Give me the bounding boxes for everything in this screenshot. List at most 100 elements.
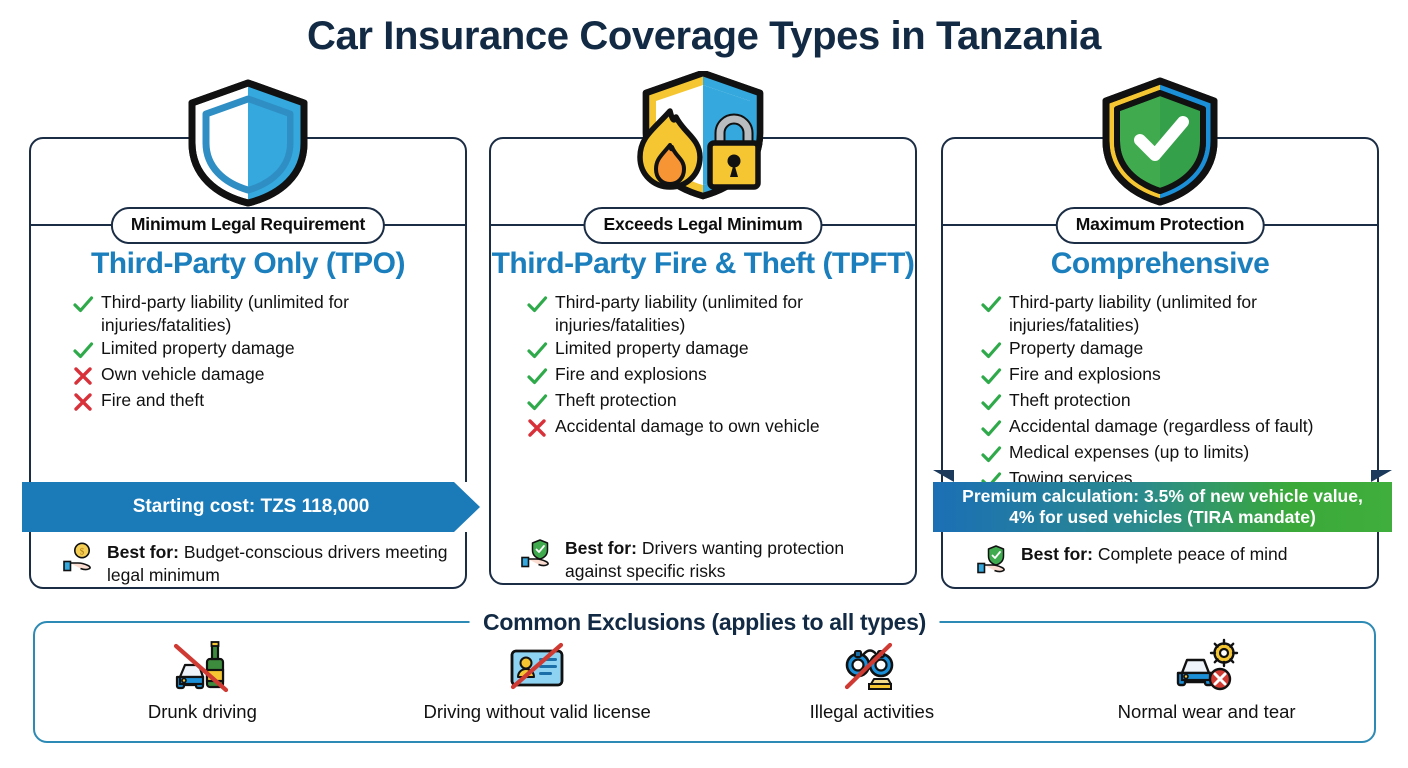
feature-text: Accidental damage to own vehicle <box>555 416 820 437</box>
check-icon <box>979 442 1003 466</box>
no-license-icon <box>498 637 576 699</box>
exclusion-label: Drunk driving <box>147 701 257 722</box>
coverage-card-comprehensive: Maximum Protection Comprehensive Third-p… <box>933 77 1392 589</box>
feature-item: Fire and theft <box>71 389 445 414</box>
check-icon <box>979 390 1003 414</box>
card-badge: Maximum Protection <box>1055 207 1265 244</box>
feature-text: Property damage <box>1009 338 1144 359</box>
feature-item: Limited property damage <box>71 337 445 362</box>
ribbon-fold-left <box>22 470 43 482</box>
ribbon-fold-left <box>933 470 954 482</box>
feature-text: Limited property damage <box>101 338 295 359</box>
feature-text: Theft protection <box>1009 390 1131 411</box>
card-title: Third-Party Only (TPO) <box>90 247 406 280</box>
ribbon-text: Premium calculation: 3.5% of new vehicle… <box>962 486 1363 527</box>
best-for-text: Best for: Complete peace of mind <box>1021 543 1288 566</box>
exclusion-label: Normal wear and tear <box>1117 701 1296 722</box>
feature-item: Own vehicle damage <box>71 363 445 388</box>
check-icon <box>979 416 1003 440</box>
feature-list: Third-party liability (unlimited for inj… <box>71 291 445 415</box>
feature-item: Medical expenses (up to limits) <box>979 441 1357 466</box>
ribbon-line-1: Premium calculation: 3.5% of new vehicle… <box>962 486 1363 507</box>
best-for-value: Budget-conscious drivers meeting legal m… <box>107 542 448 585</box>
card-badge: Exceeds Legal Minimum <box>583 207 823 244</box>
card-badge: Minimum Legal Requirement <box>110 207 386 244</box>
cost-ribbon: Starting cost: TZS 118,000 <box>22 482 480 532</box>
feature-item: Third-party liability (unlimited for inj… <box>71 291 445 336</box>
feature-text: Third-party liability (unlimited for inj… <box>555 292 803 335</box>
card-title: Comprehensive <box>1050 247 1270 280</box>
check-icon <box>525 292 549 316</box>
best-for-text: Best for: Budget-conscious drivers meeti… <box>107 541 449 587</box>
feature-item: Property damage <box>979 337 1357 362</box>
coverage-card-tpft: Exceeds Legal Minimum Third-Party Fire &… <box>489 69 917 585</box>
feature-text: Fire and explosions <box>555 364 707 385</box>
check-icon <box>71 292 95 316</box>
card-title: Third-Party Fire & Theft (TPFT) <box>491 247 915 280</box>
check-icon <box>979 338 1003 362</box>
check-icon <box>525 338 549 362</box>
common-exclusions-panel: Common Exclusions (applies to all types) <box>33 609 1376 743</box>
feature-item: Theft protection <box>525 389 895 414</box>
hand-holding-coin-icon: $ <box>61 541 101 575</box>
check-icon <box>71 338 95 362</box>
best-for-row: $ Best for: Budget-conscious drivers mee… <box>61 541 449 587</box>
feature-text: Own vehicle damage <box>101 364 265 385</box>
exclusion-item: Illegal activities <box>705 637 1040 723</box>
feature-text: Third-party liability (unlimited for inj… <box>1009 292 1257 335</box>
check-icon <box>979 292 1003 316</box>
page-title: Car Insurance Coverage Types in Tanzania <box>307 14 1101 58</box>
no-illegal-activities-icon <box>833 637 911 699</box>
ribbon-text: Starting cost: TZS 118,000 <box>132 495 370 517</box>
coverage-card-tpo: Minimum Legal Requirement Third-Party On… <box>22 79 480 589</box>
ribbon-fold-right <box>459 470 480 482</box>
hand-holding-shield-icon <box>975 543 1015 577</box>
feature-text: Third-party liability (unlimited for inj… <box>101 292 349 335</box>
exclusions-list: Drunk driving Driving without val <box>35 637 1374 723</box>
exclusions-title: Common Exclusions (applies to all types) <box>469 609 940 636</box>
hand-holding-shield-icon <box>519 537 559 571</box>
exclusion-label: Driving without valid license <box>423 701 651 722</box>
exclusion-item: Driving without valid license <box>370 637 705 723</box>
cross-icon <box>71 390 95 414</box>
feature-item: Fire and explosions <box>979 363 1357 388</box>
feature-list: Third-party liability (unlimited for inj… <box>525 291 895 441</box>
feature-item: Fire and explosions <box>525 363 895 388</box>
best-for-row: Best for: Complete peace of mind <box>975 543 1361 577</box>
ribbon-notch <box>454 482 480 532</box>
best-for-label: Best for: <box>565 538 637 558</box>
best-for-label: Best for: <box>107 542 179 562</box>
exclusion-item: Drunk driving <box>35 637 370 723</box>
no-drunk-driving-icon <box>163 637 241 699</box>
feature-item: Theft protection <box>979 389 1357 414</box>
feature-item: Accidental damage (regardless of fault) <box>979 415 1357 440</box>
check-icon <box>979 364 1003 388</box>
feature-text: Theft protection <box>555 390 677 411</box>
exclusion-label: Illegal activities <box>809 701 935 722</box>
feature-item: Third-party liability (unlimited for inj… <box>525 291 895 336</box>
feature-text: Accidental damage (regardless of fault) <box>1009 416 1314 437</box>
shield-fire-lock-icon <box>614 69 792 211</box>
wear-and-tear-icon <box>1168 637 1246 699</box>
feature-item: Limited property damage <box>525 337 895 362</box>
feature-text: Fire and explosions <box>1009 364 1161 385</box>
best-for-value: Drivers wanting protection against speci… <box>565 538 845 581</box>
shield-half-blue-icon <box>178 77 318 207</box>
ribbon-line-2: 4% for used vehicles (TIRA mandate) <box>1009 507 1316 527</box>
feature-text: Fire and theft <box>101 390 205 411</box>
feature-list: Third-party liability (unlimited for inj… <box>979 291 1357 493</box>
feature-item: Accidental damage to own vehicle <box>525 415 895 440</box>
feature-item: Third-party liability (unlimited for inj… <box>979 291 1357 336</box>
cross-icon <box>525 416 549 440</box>
check-icon <box>525 390 549 414</box>
feature-text: Medical expenses (up to limits) <box>1009 442 1250 463</box>
ribbon-fold-right <box>1371 470 1392 482</box>
check-icon <box>525 364 549 388</box>
premium-ribbon: Premium calculation: 3.5% of new vehicle… <box>933 470 1392 532</box>
feature-text: Limited property damage <box>555 338 749 359</box>
cross-icon <box>71 364 95 388</box>
exclusion-item: Normal wear and tear <box>1039 637 1374 723</box>
svg-text:$: $ <box>80 546 85 556</box>
shield-green-check-icon <box>1090 77 1230 207</box>
